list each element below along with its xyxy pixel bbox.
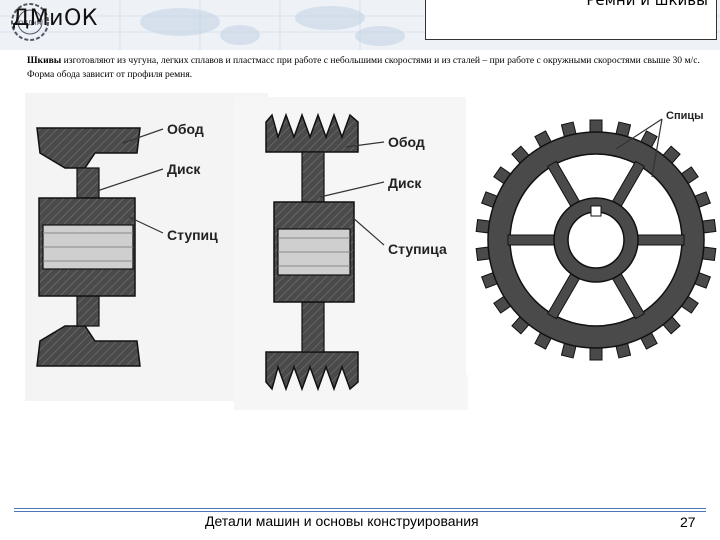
spoked-wheel-figure: Спицы — [466, 97, 720, 375]
intro-paragraph: Шкивы изготовляют из чугуна, легких спла… — [27, 54, 707, 81]
v-label-rim: Обод — [388, 134, 425, 150]
wheel-spoke — [507, 234, 557, 246]
wheel-label-spokes: Спицы — [666, 110, 704, 122]
page-title: Ремни и шкивы — [586, 0, 708, 9]
v-label-disk: Диск — [388, 175, 422, 191]
gear-emblem-icon: ОПДиМ — [11, 3, 49, 41]
intro-lead: Шкивы — [27, 55, 62, 66]
wheel-spoke — [635, 234, 685, 246]
v-pulley-drawing: Обод Диск Ступица — [234, 97, 468, 410]
flat-label-rim: Обод — [167, 121, 204, 137]
emblem-text: ОПДиМ — [19, 20, 42, 27]
flat-label-disk: Диск — [167, 161, 201, 177]
flat-label-hub: Ступиц — [167, 227, 218, 243]
intro-text: изготовляют из чугуна, легких сплавов и … — [27, 55, 700, 80]
footer-course-title: Детали машин и основы конструирования — [205, 513, 479, 529]
logo-text: ДМиОК — [12, 6, 98, 31]
footer-rule-top — [14, 508, 706, 509]
title-box: Ремни и шкивы — [425, 0, 717, 40]
v-pulley-figure: Обод Диск Ступица — [234, 97, 468, 410]
flat-pulley-figure: Обод Диск Ступиц — [25, 93, 268, 401]
flat-pulley-drawing: Обод Диск Ступиц — [25, 93, 268, 401]
page-number: 27 — [680, 514, 696, 530]
spoked-wheel-drawing: Спицы — [466, 97, 720, 375]
footer-rule-bottom — [14, 511, 706, 512]
v-label-hub: Ступица — [388, 241, 447, 257]
